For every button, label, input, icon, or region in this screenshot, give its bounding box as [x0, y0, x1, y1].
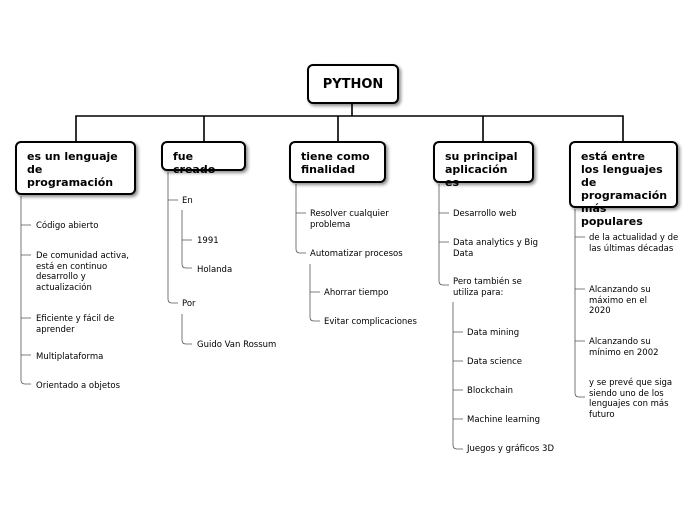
list-item: En: [182, 196, 193, 206]
branch-application: su principal aplicación es: [433, 141, 534, 189]
list-item: Resolver cualquier problema: [310, 209, 389, 230]
branch-purpose: tiene como finalidad: [289, 141, 386, 183]
branch-created: fue creado: [161, 141, 246, 176]
list-item: Machine learning: [467, 415, 540, 425]
list-item: Blockchain: [467, 386, 514, 396]
branch-language: es un lenguaje de programación: [15, 141, 136, 195]
list-item: Eficiente y fácil de aprender: [36, 314, 115, 335]
list-item: Data analytics y Big Data: [453, 238, 539, 259]
list-item: Código abierto: [36, 221, 99, 231]
list-item: y se prevé que siga siendo uno de los le…: [589, 378, 673, 420]
branch-popularity: está entre los lenguajes de programación…: [569, 141, 678, 228]
list-item: de la actualidad y de las últimas década…: [589, 233, 679, 254]
list-item: Guido Van Rossum: [197, 340, 277, 350]
list-item: Orientado a objetos: [36, 381, 121, 391]
list-item: Por: [182, 299, 196, 309]
list-item: De comunidad activa, está en continuo de…: [36, 251, 129, 293]
list-item: Multiplataforma: [36, 352, 104, 362]
list-item: Alcanzando su mínimo en 2002: [589, 337, 659, 358]
list-item: Ahorrar tiempo: [324, 288, 389, 298]
list-item: Juegos y gráficos 3D: [467, 444, 554, 454]
list-item: 1991: [197, 236, 219, 246]
list-item: Holanda: [197, 265, 233, 275]
list-item: Automatizar procesos: [310, 249, 403, 259]
list-item: Pero también se utiliza para:: [453, 277, 522, 298]
list-item: Alcanzando su máximo en el 2020: [589, 285, 651, 316]
list-item: Desarrollo web: [453, 209, 517, 219]
list-item: Evitar complicaciones: [324, 317, 417, 327]
list-item: Data mining: [467, 328, 520, 338]
list-item: Data science: [467, 357, 522, 367]
root-node: PYTHON: [307, 64, 399, 104]
